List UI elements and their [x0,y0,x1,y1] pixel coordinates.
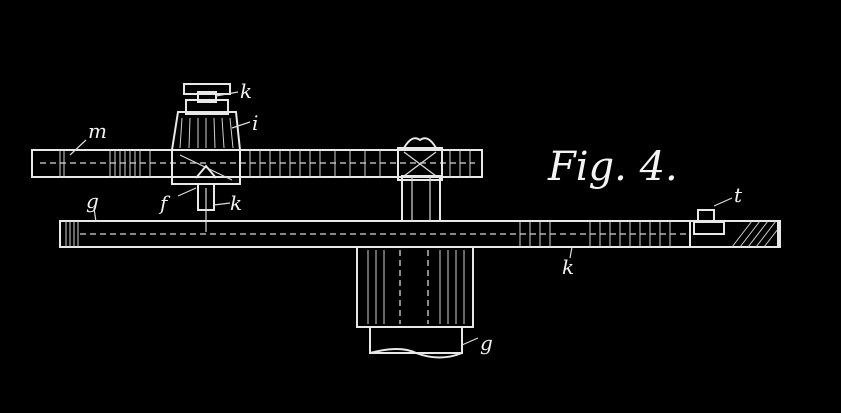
leader-lines [69,91,733,346]
upper-bar [31,149,483,178]
label-k-mid: k [230,191,242,215]
figure-title: Fig. 4. [547,144,678,190]
label-t: t [734,183,743,207]
label-f: f [158,191,171,215]
label-k-top: k [240,79,252,103]
lower-bar [59,220,781,248]
upper-clamp [397,137,443,181]
label-g-left: g [86,189,99,213]
label-g-bottom: g [480,331,493,355]
label-m: m [88,119,107,143]
label-k-right: k [562,255,574,279]
carriage [170,83,242,232]
end-block [689,209,779,248]
spindle [356,175,474,359]
label-i: i [252,111,258,135]
